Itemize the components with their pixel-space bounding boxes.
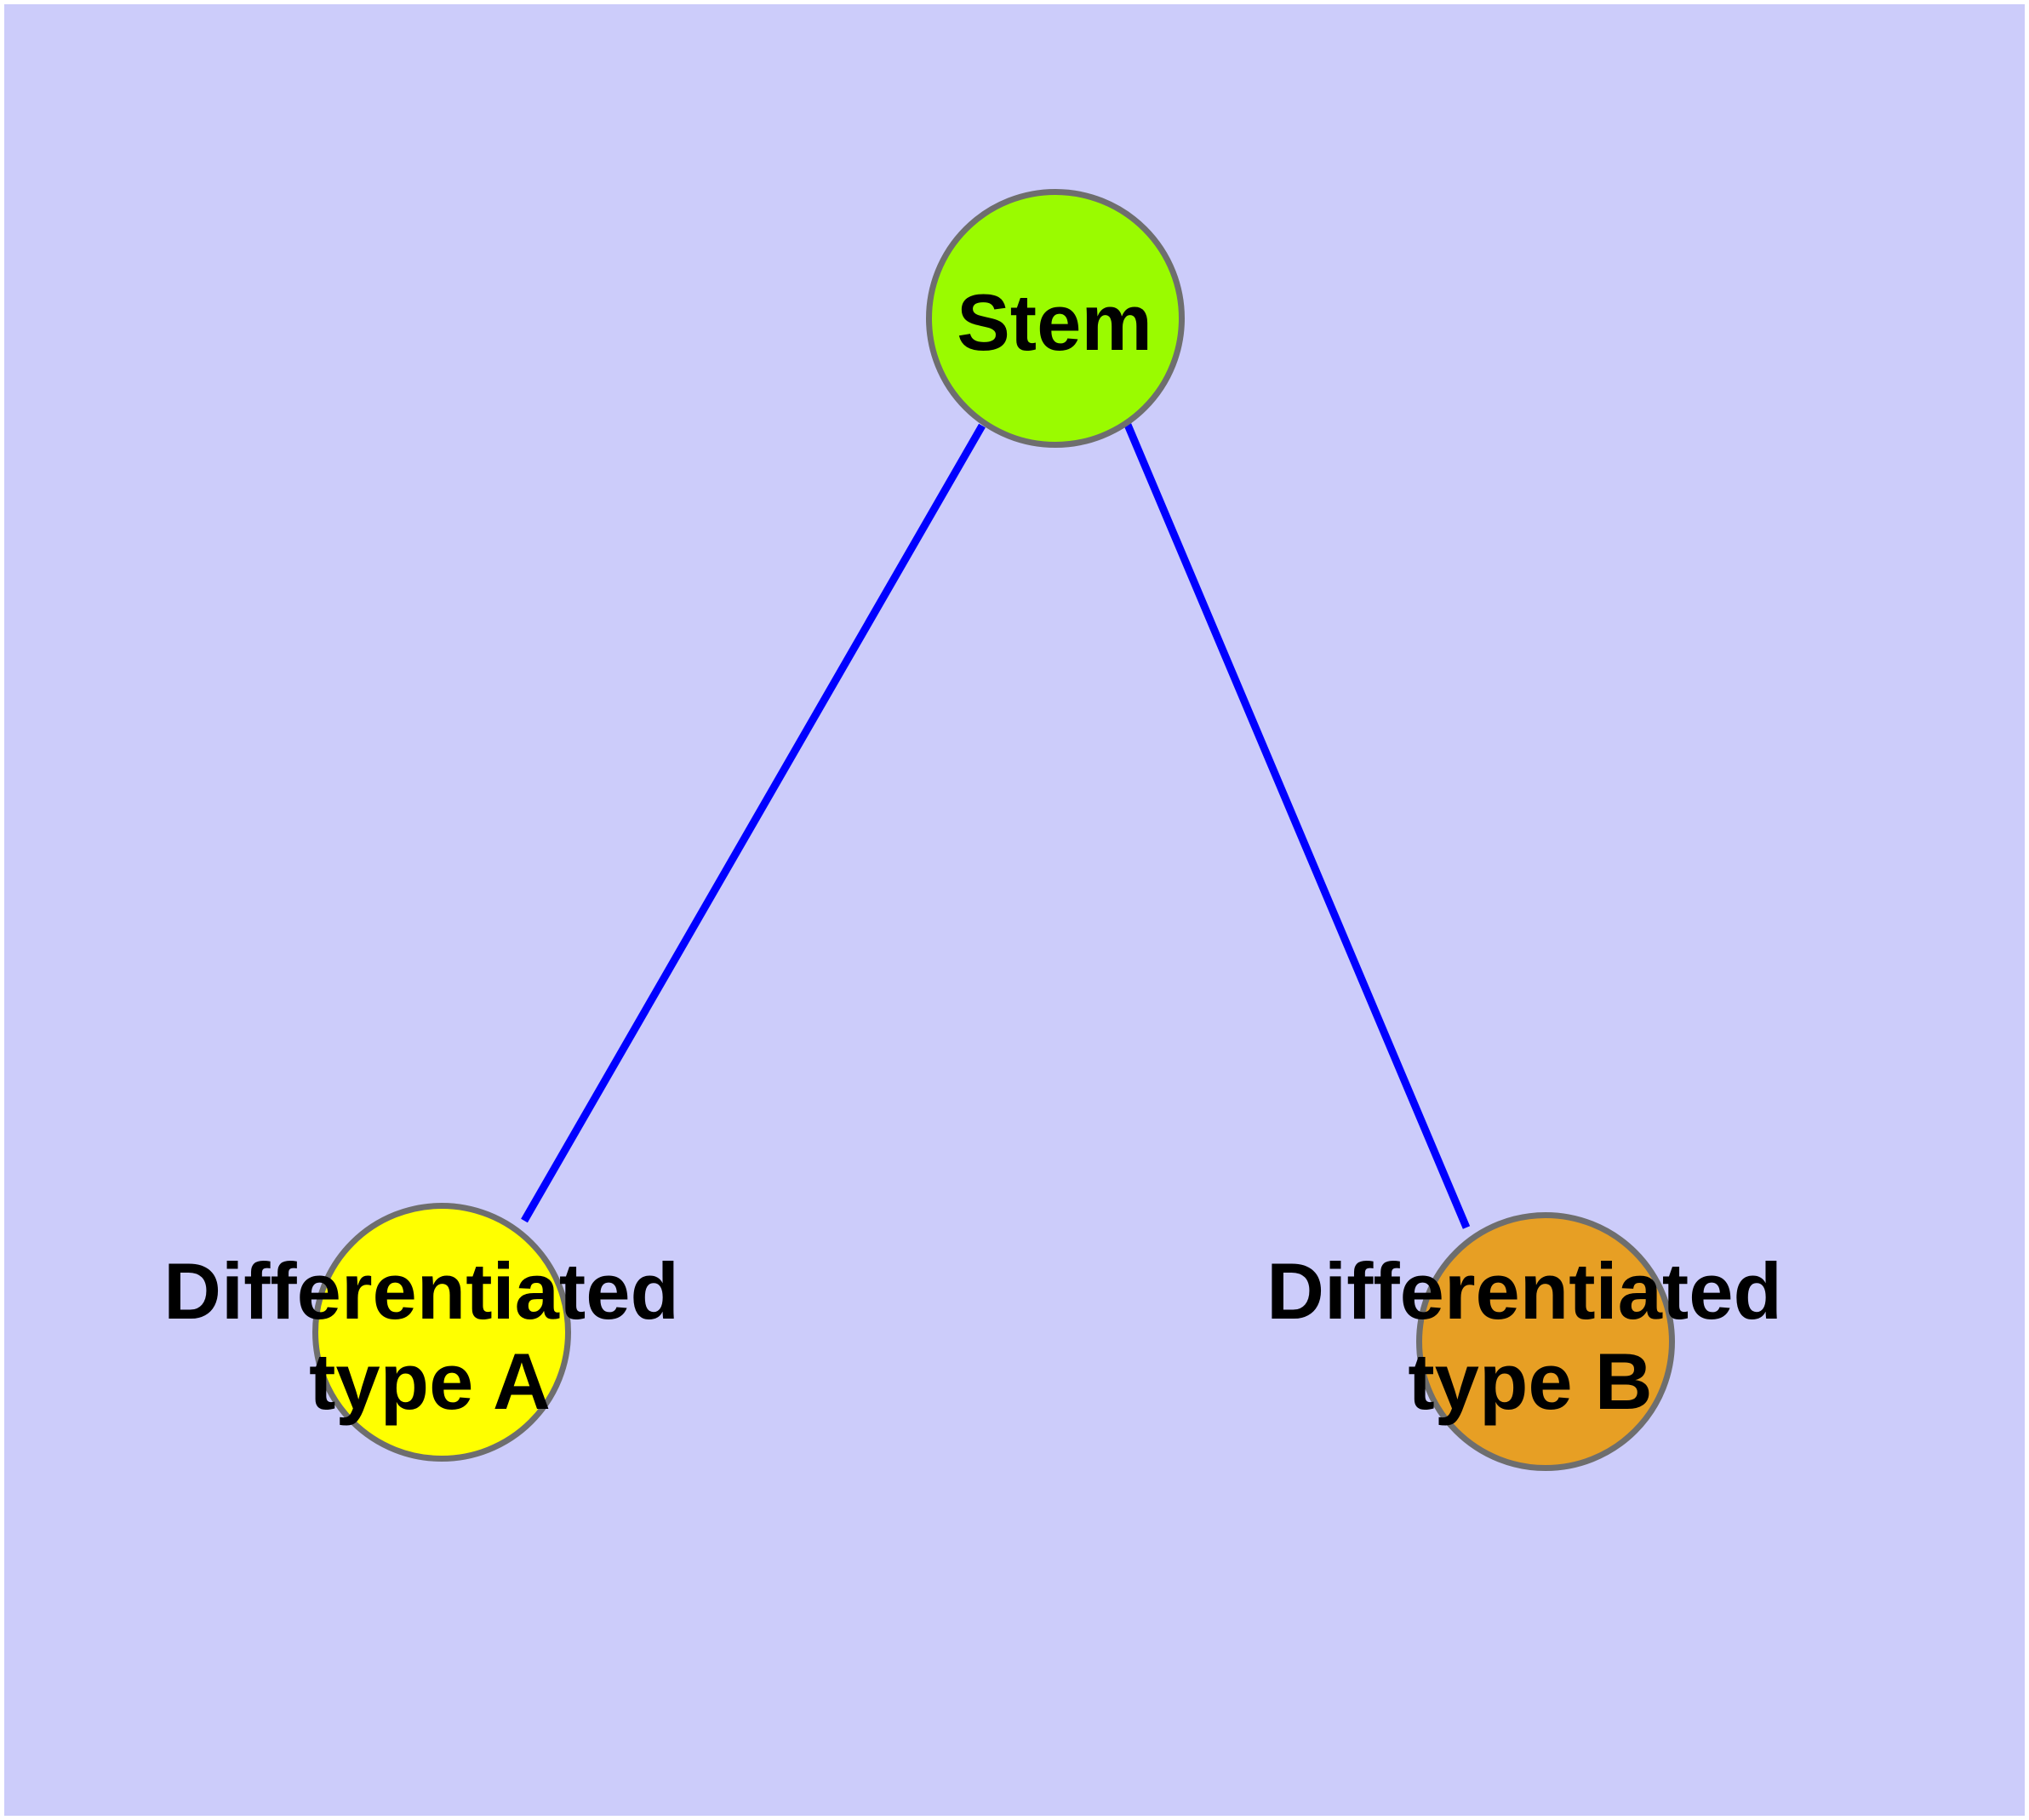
labels-layer: Stem Differentiated type A Differentiate… [163, 278, 1782, 1426]
nodes-layer [312, 189, 1675, 1471]
edge-stem-to-differentiated-type-a[interactable] [521, 423, 986, 1223]
node-label-differentiated-type-a-line2: type A [309, 1336, 551, 1426]
edge-stem-to-differentiated-type-b[interactable] [1123, 423, 1471, 1229]
edges-layer [521, 423, 1471, 1229]
node-label-differentiated-type-b-line2: type B [1408, 1336, 1652, 1426]
node-differentiated-type-a[interactable] [312, 1203, 571, 1462]
node-stem[interactable] [926, 189, 1185, 448]
node-label-differentiated-type-b-line1: Differentiated [1266, 1246, 1782, 1336]
node-label-stem: Stem [957, 278, 1152, 367]
node-label-differentiated-type-a-line1: Differentiated [163, 1246, 679, 1336]
node-differentiated-type-b[interactable] [1416, 1212, 1675, 1471]
